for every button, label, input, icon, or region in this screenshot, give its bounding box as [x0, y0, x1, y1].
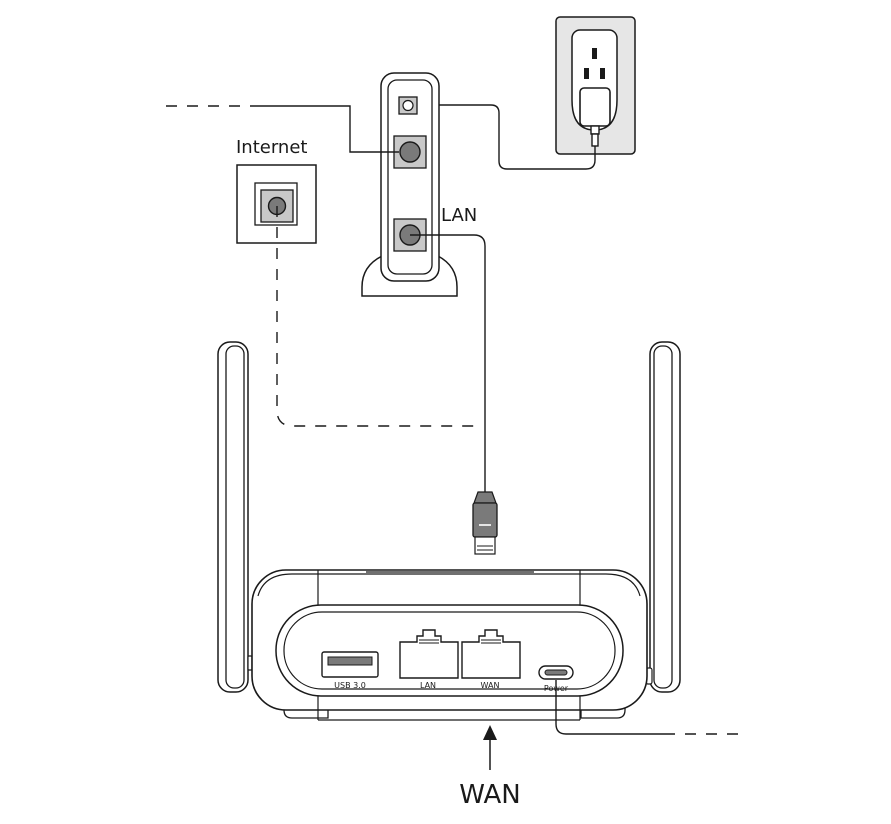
modem-lan-label: LAN — [441, 205, 477, 226]
router-lan-port-label: LAN — [420, 681, 436, 690]
usb-port — [321, 651, 379, 678]
modem-internet-port-icon — [393, 135, 427, 169]
power-plug-icon — [579, 87, 611, 147]
left-antenna — [217, 341, 249, 693]
ethernet-cable — [410, 234, 486, 492]
modem — [361, 72, 458, 297]
wall-outlet — [555, 16, 636, 155]
internet-line — [250, 105, 399, 153]
right-antenna — [649, 341, 681, 693]
router-wan-port-icon — [461, 629, 521, 679]
router-wan-port-label: WAN — [481, 681, 500, 690]
router-power-cable — [555, 680, 664, 735]
internet-label: Internet — [236, 137, 307, 158]
modem-power-cable — [409, 104, 596, 170]
modem-power-port-icon — [398, 96, 418, 115]
usb-port-label: USB 3.0 — [334, 681, 366, 690]
router-power-port-icon — [538, 665, 574, 680]
wan-arrow-icon — [483, 725, 497, 770]
wall-jack-dashed-line — [276, 206, 482, 427]
ethernet-connector-icon — [472, 491, 498, 555]
router-lan-port-icon — [399, 629, 459, 679]
wan-label: WAN — [459, 780, 521, 810]
router: USB 3.0 LAN WAN Power — [217, 341, 681, 721]
